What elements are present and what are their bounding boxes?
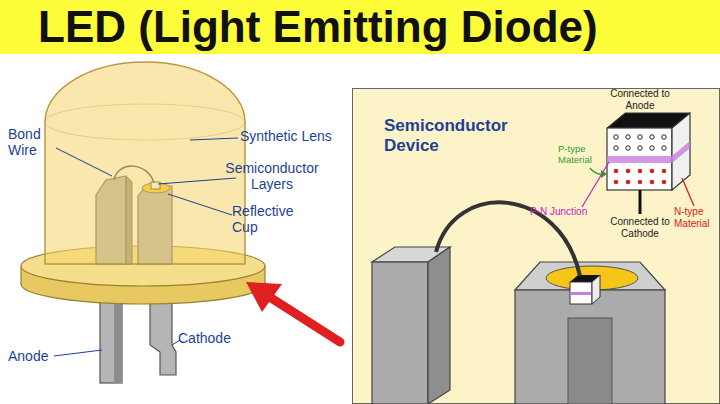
red-arrow bbox=[268, 296, 340, 342]
electron bbox=[662, 169, 667, 174]
post-side bbox=[428, 247, 450, 404]
electron bbox=[614, 180, 619, 185]
leader-line bbox=[168, 194, 232, 215]
page-title: LED (Light Emitting Diode) bbox=[38, 2, 598, 52]
hole bbox=[650, 146, 654, 150]
electron bbox=[650, 180, 655, 185]
leader-line bbox=[54, 350, 102, 356]
pn-junction-band bbox=[607, 156, 672, 163]
hole bbox=[626, 146, 630, 150]
material-label: P-type Material bbox=[558, 144, 608, 166]
electron bbox=[626, 169, 631, 174]
holes bbox=[614, 135, 666, 150]
electron bbox=[638, 169, 643, 174]
pn-pointer bbox=[582, 162, 609, 207]
pin-label: Cathode bbox=[178, 330, 248, 346]
hole bbox=[614, 135, 618, 139]
hole bbox=[650, 135, 654, 139]
synthetic-lens bbox=[45, 62, 245, 264]
small-chip-junction bbox=[570, 292, 592, 295]
electron bbox=[638, 180, 643, 185]
leader-line bbox=[158, 178, 236, 184]
connection-label: Connected to Cathode bbox=[606, 216, 674, 239]
red-arrowhead bbox=[246, 282, 282, 312]
leader-line bbox=[190, 138, 238, 140]
pin-label: Anode bbox=[8, 348, 68, 364]
electron bbox=[626, 180, 631, 185]
hole bbox=[638, 146, 642, 150]
panel-heading: Semiconductor Device bbox=[384, 116, 514, 157]
electrons bbox=[614, 169, 667, 185]
electron bbox=[614, 169, 619, 174]
n-type-pointer bbox=[682, 178, 694, 206]
hole bbox=[662, 146, 666, 150]
cathode-wire bbox=[639, 190, 642, 214]
part-label: Semiconductor Layers bbox=[220, 160, 324, 192]
pn-junction-band bbox=[672, 141, 690, 163]
junction-label: P-N Junction bbox=[530, 206, 610, 218]
hole bbox=[638, 135, 642, 139]
chip-side bbox=[672, 113, 690, 190]
hole bbox=[614, 146, 618, 150]
cup-post-front bbox=[515, 290, 665, 404]
small-chip-front bbox=[570, 282, 592, 304]
small-chip-side bbox=[592, 275, 600, 304]
cup-post-slot bbox=[568, 318, 612, 404]
connection-label: Connected to Anode bbox=[608, 88, 672, 111]
electron bbox=[662, 180, 667, 185]
leader-lines bbox=[54, 138, 238, 356]
hole bbox=[662, 135, 666, 139]
hole bbox=[626, 135, 630, 139]
part-label: Synthetic Lens bbox=[240, 128, 352, 144]
post-front bbox=[372, 262, 428, 404]
leader-line bbox=[56, 148, 112, 176]
chip-front bbox=[607, 128, 672, 190]
electron bbox=[650, 169, 655, 174]
lens-highlight bbox=[45, 104, 245, 140]
part-label: Reflective Cup bbox=[232, 203, 312, 235]
material-label: N-type Material bbox=[674, 206, 720, 229]
part-label: Bond Wire bbox=[8, 126, 58, 158]
